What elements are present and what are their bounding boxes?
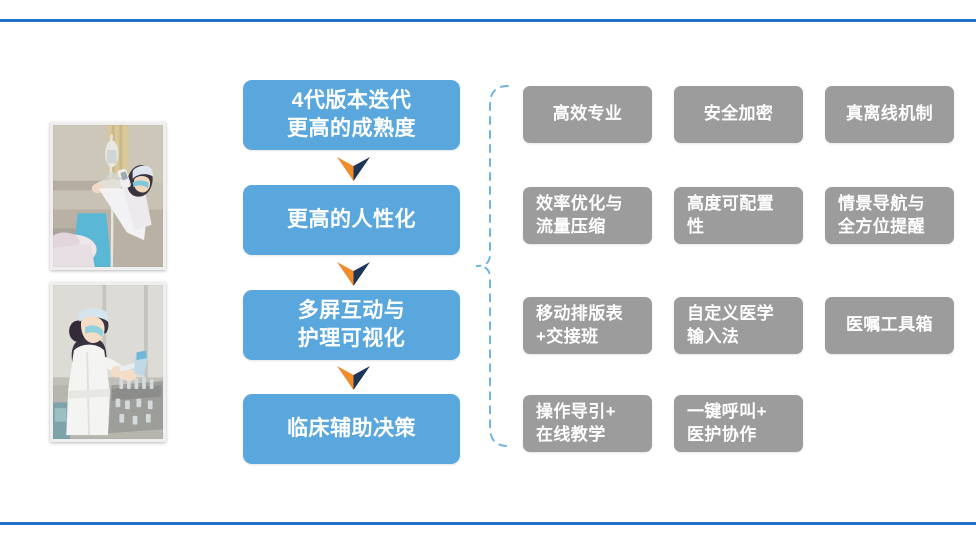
feature-box-r3c2[interactable]: 自定义医学 输入法 [674, 297, 803, 354]
chevron-down-icon [337, 157, 370, 181]
top-divider-rule [0, 19, 976, 22]
flow-connector-1 [337, 157, 370, 181]
feature-box-r1c3[interactable]: 真离线机制 [825, 86, 954, 143]
nurse-preparing-medication-illustration [53, 285, 163, 439]
feature-label: 高度可配置 性 [687, 193, 774, 236]
chevron-down-icon [337, 262, 370, 286]
photo-nurse-scanning-iv-bag [50, 122, 166, 270]
feature-label: 情景导航与 全方位提醒 [838, 193, 925, 236]
feature-label: 操作导引+ 在线教学 [536, 401, 616, 444]
flow-step-3[interactable]: 多屏互动与 护理可视化 [243, 290, 460, 360]
feature-box-r3c3[interactable]: 医嘱工具箱 [825, 297, 954, 354]
feature-box-r3c1[interactable]: 移动排版表 +交接班 [523, 297, 652, 354]
feature-label: 自定义医学 输入法 [687, 303, 774, 346]
flow-connector-3 [337, 366, 370, 390]
flow-step-1[interactable]: 4代版本迭代 更高的成熟度 [243, 80, 460, 150]
flow-connector-2 [337, 262, 370, 286]
feature-box-r4c1[interactable]: 操作导引+ 在线教学 [523, 395, 652, 452]
flow-step-4-label: 临床辅助决策 [287, 417, 416, 441]
chevron-down-icon [337, 366, 370, 390]
feature-box-r4c2[interactable]: 一键呼叫+ 医护协作 [674, 395, 803, 452]
feature-label: 效率优化与 流量压缩 [536, 193, 623, 236]
feature-label: 高效专业 [552, 104, 623, 124]
feature-box-r1c2[interactable]: 安全加密 [674, 86, 803, 143]
flow-step-4[interactable]: 临床辅助决策 [243, 394, 460, 464]
feature-box-r2c1[interactable]: 效率优化与 流量压缩 [523, 187, 652, 244]
curly-bracket-icon [475, 85, 509, 447]
feature-box-r1c1[interactable]: 高效专业 [523, 86, 652, 143]
feature-box-r2c3[interactable]: 情景导航与 全方位提醒 [825, 187, 954, 244]
nurse-scanning-iv-bag-illustration [53, 125, 163, 267]
flow-step-1-label: 4代版本迭代 更高的成熟度 [287, 89, 416, 140]
feature-label: 安全加密 [703, 104, 774, 124]
feature-box-r2c2[interactable]: 高度可配置 性 [674, 187, 803, 244]
photo-nurse-preparing-medication [50, 282, 166, 442]
feature-label: 真离线机制 [846, 104, 933, 124]
flow-step-2-label: 更高的人性化 [287, 208, 416, 232]
flow-step-3-label: 多屏互动与 护理可视化 [297, 299, 406, 350]
dashed-bracket-connector [470, 82, 512, 450]
bottom-divider-rule [0, 522, 976, 525]
feature-label: 医嘱工具箱 [846, 315, 933, 335]
feature-label: 移动排版表 +交接班 [536, 303, 623, 346]
feature-label: 一键呼叫+ 医护协作 [687, 401, 767, 444]
flow-step-2[interactable]: 更高的人性化 [243, 185, 460, 255]
